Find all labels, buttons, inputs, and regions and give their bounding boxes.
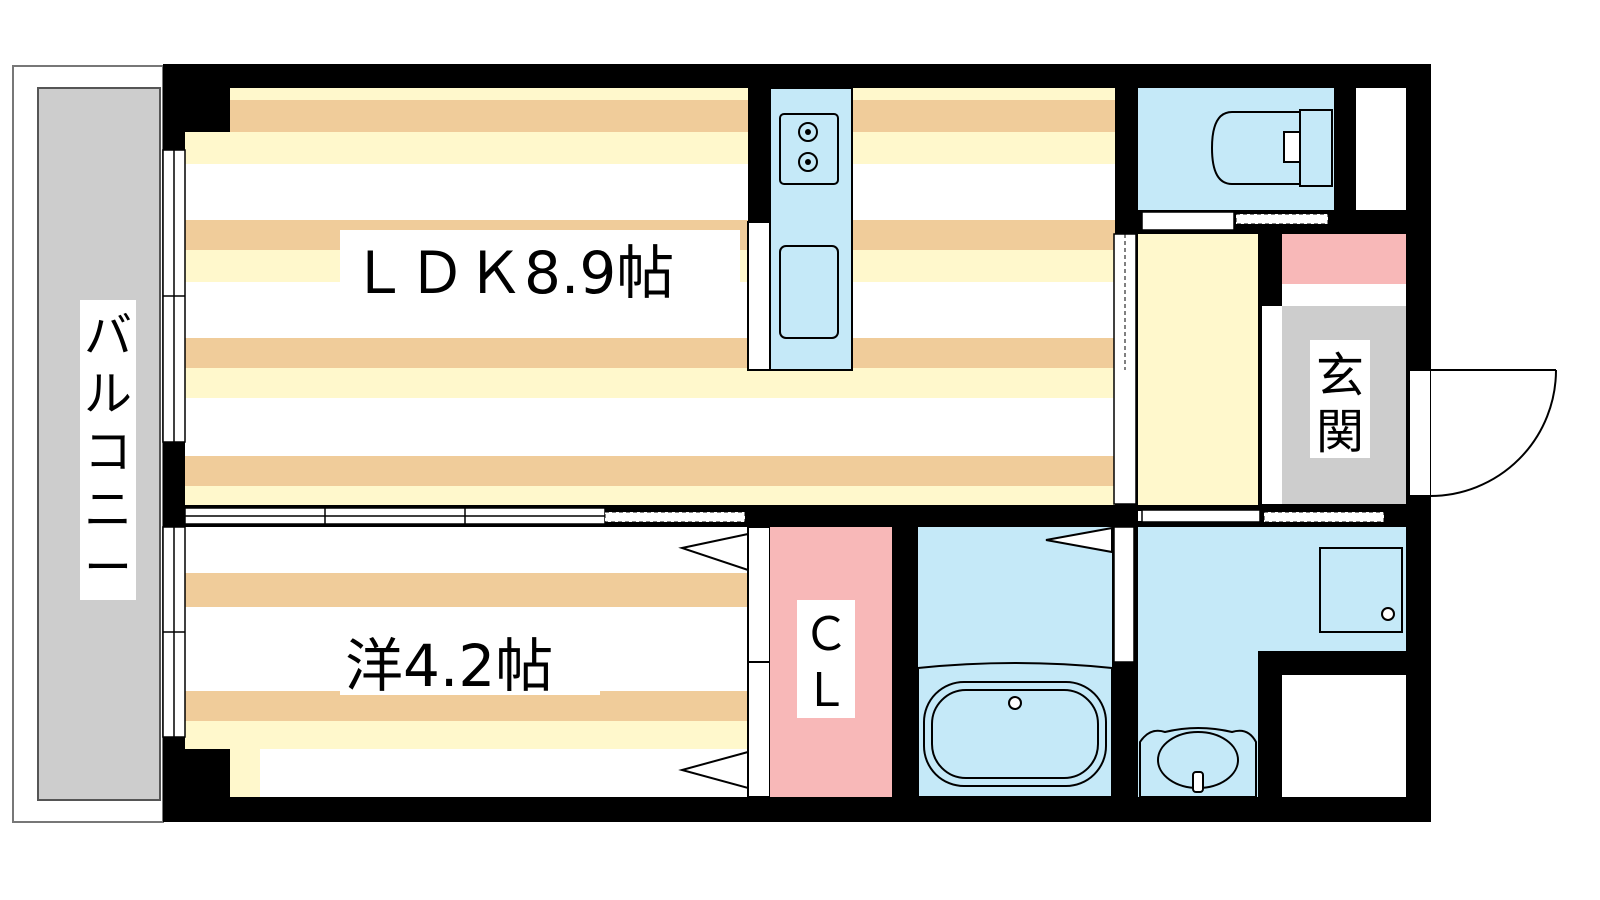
western-room-label: 洋4.2帖 bbox=[345, 632, 553, 700]
ldk-label: ＬＤＫ8.9帖 bbox=[350, 239, 674, 307]
window-upper bbox=[162, 149, 186, 443]
washbasin-icon bbox=[1139, 727, 1257, 798]
storage-space bbox=[1282, 675, 1406, 797]
stove-icon bbox=[779, 113, 839, 185]
balcony-label-box bbox=[80, 300, 136, 600]
entrance-label: 玄 bbox=[1316, 348, 1364, 404]
washroom bbox=[1138, 509, 1406, 798]
balcony: バ ル コ ニ ー bbox=[12, 65, 164, 823]
sink-icon bbox=[779, 245, 839, 339]
front-door[interactable] bbox=[1410, 369, 1557, 497]
balcony-char: コ bbox=[84, 424, 132, 480]
shoe-box bbox=[1282, 234, 1406, 306]
balcony-char: ー bbox=[84, 540, 132, 596]
balcony-label: バ ル コ ニ ー bbox=[84, 308, 132, 596]
toilet-room bbox=[1138, 88, 1406, 231]
balcony-char: バ bbox=[84, 308, 132, 364]
window-lower bbox=[162, 526, 186, 738]
bathtub-icon bbox=[923, 681, 1107, 787]
washing-machine-icon bbox=[1319, 547, 1403, 633]
balcony-char: ニ bbox=[84, 482, 132, 538]
entrance-label: 関 bbox=[1316, 404, 1364, 460]
bathroom bbox=[917, 526, 1138, 798]
closet-label: Ｌ bbox=[803, 663, 849, 717]
balcony-char: ル bbox=[84, 366, 132, 422]
closet: Ｃ Ｌ bbox=[678, 526, 918, 798]
closet-label: Ｃ bbox=[803, 607, 849, 661]
sliding-door[interactable] bbox=[184, 506, 746, 526]
entrance: 玄 関 bbox=[1262, 306, 1406, 504]
toilet-icon bbox=[1210, 109, 1333, 187]
kitchen-counter bbox=[747, 87, 853, 371]
hall bbox=[1113, 233, 1258, 505]
